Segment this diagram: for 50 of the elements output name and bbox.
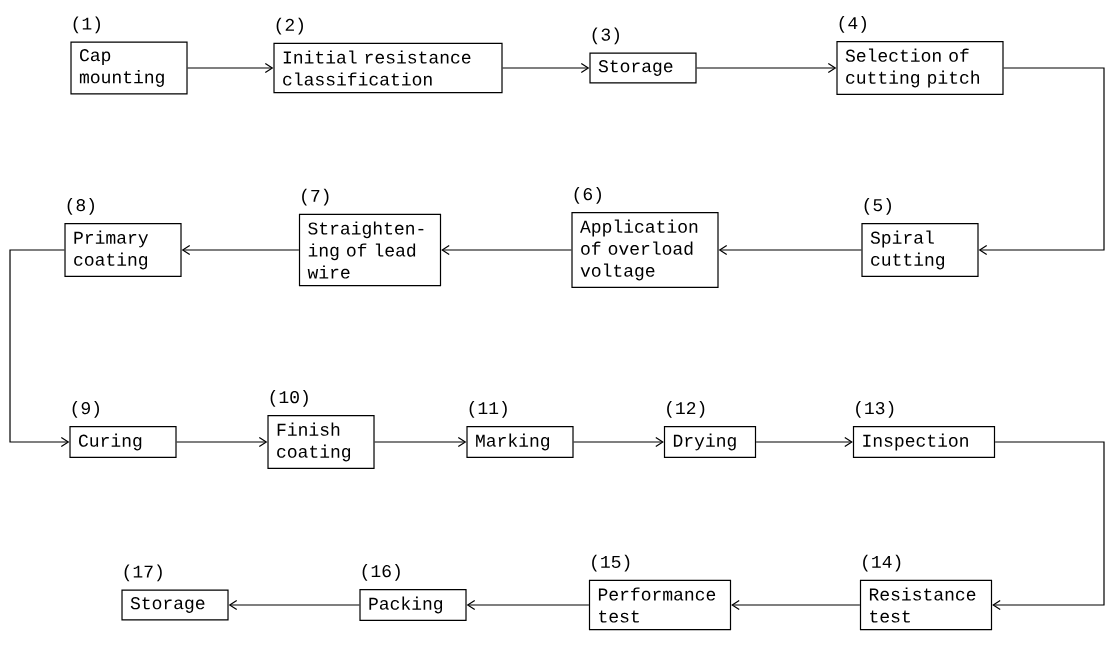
step-number: (8): [67, 198, 94, 215]
process-box: Finish coating: [267, 415, 375, 469]
arrow: [992, 441, 1105, 611]
step-number: (9): [72, 401, 99, 418]
process-box: Primary coating: [64, 223, 182, 277]
arrow: [573, 436, 664, 448]
step-number: (1): [73, 16, 100, 34]
process-box: Selection of cutting pitch: [836, 41, 1004, 95]
arrow: [228, 599, 360, 611]
step-number: (13): [856, 401, 894, 418]
process-box: Storage: [589, 52, 697, 84]
process-box: Resistance test: [859, 579, 993, 631]
process-box: Application of overload voltage: [571, 212, 719, 288]
process-box: Spiral cutting: [861, 223, 979, 277]
step-number: (7): [302, 188, 329, 206]
process-box: Inspection: [852, 426, 996, 458]
step-number: (4): [839, 16, 866, 33]
arrow: [731, 599, 861, 611]
arrow: [187, 62, 274, 74]
process-box: Marking: [466, 426, 574, 458]
arrow: [466, 599, 590, 611]
step-number: (16): [362, 564, 400, 581]
step-number: (6): [574, 187, 601, 204]
step-number: (3): [592, 27, 619, 45]
arrow: [755, 436, 853, 448]
arrow: [176, 436, 268, 448]
process-box: Storage: [121, 589, 229, 621]
step-number: (11): [469, 401, 507, 418]
step-number: (17): [124, 564, 162, 582]
step-number: (2): [276, 17, 303, 35]
step-number: (15): [592, 554, 630, 572]
arrow: [374, 436, 467, 448]
arrow: [441, 244, 572, 256]
process-box: Cap mounting: [70, 41, 188, 95]
process-box: Curing: [69, 426, 177, 458]
process-box: Straighten-ing of lead wire: [298, 213, 442, 287]
step-number: (10): [270, 390, 308, 407]
arrow: [978, 67, 1105, 256]
arrow: [718, 244, 862, 256]
step-number: (12): [667, 401, 705, 418]
process-box: Initial resistance classification: [273, 42, 503, 94]
step-number: (5): [864, 198, 891, 215]
process-box: Performance test: [588, 579, 732, 631]
process-box: Packing: [359, 589, 467, 621]
step-number: (14): [863, 554, 901, 572]
process-box: Drying: [663, 426, 757, 458]
arrow: [9, 249, 70, 448]
arrow: [181, 244, 300, 256]
arrow: [696, 62, 837, 74]
arrow: [502, 62, 590, 74]
